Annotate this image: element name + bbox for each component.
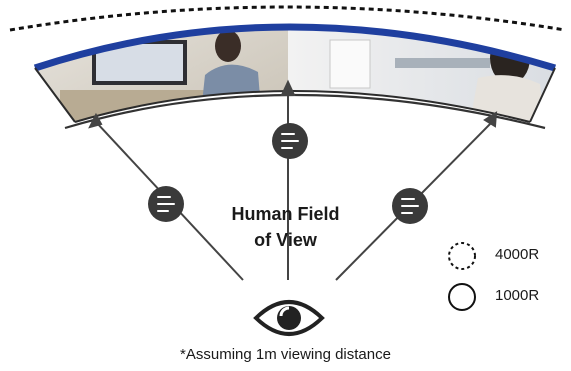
- legend-4000r-marker: [448, 242, 476, 270]
- diagram-title-line2: of View: [254, 230, 317, 250]
- legend-1000r-marker: [448, 283, 476, 311]
- legend-4000r-label: 4000R: [495, 246, 540, 263]
- text-lines-icon: [272, 123, 308, 159]
- legend-1000r-label: 1000R: [495, 287, 540, 304]
- screen-frame: [33, 23, 557, 72]
- eye-icon: [253, 300, 325, 336]
- footnote: *Assuming 1m viewing distance: [180, 346, 391, 363]
- arc-4000r: [9, 5, 566, 32]
- text-lines-icon: [392, 188, 428, 224]
- diagram-title-line1: Human Field: [231, 204, 340, 224]
- text-lines-icon: [148, 186, 184, 222]
